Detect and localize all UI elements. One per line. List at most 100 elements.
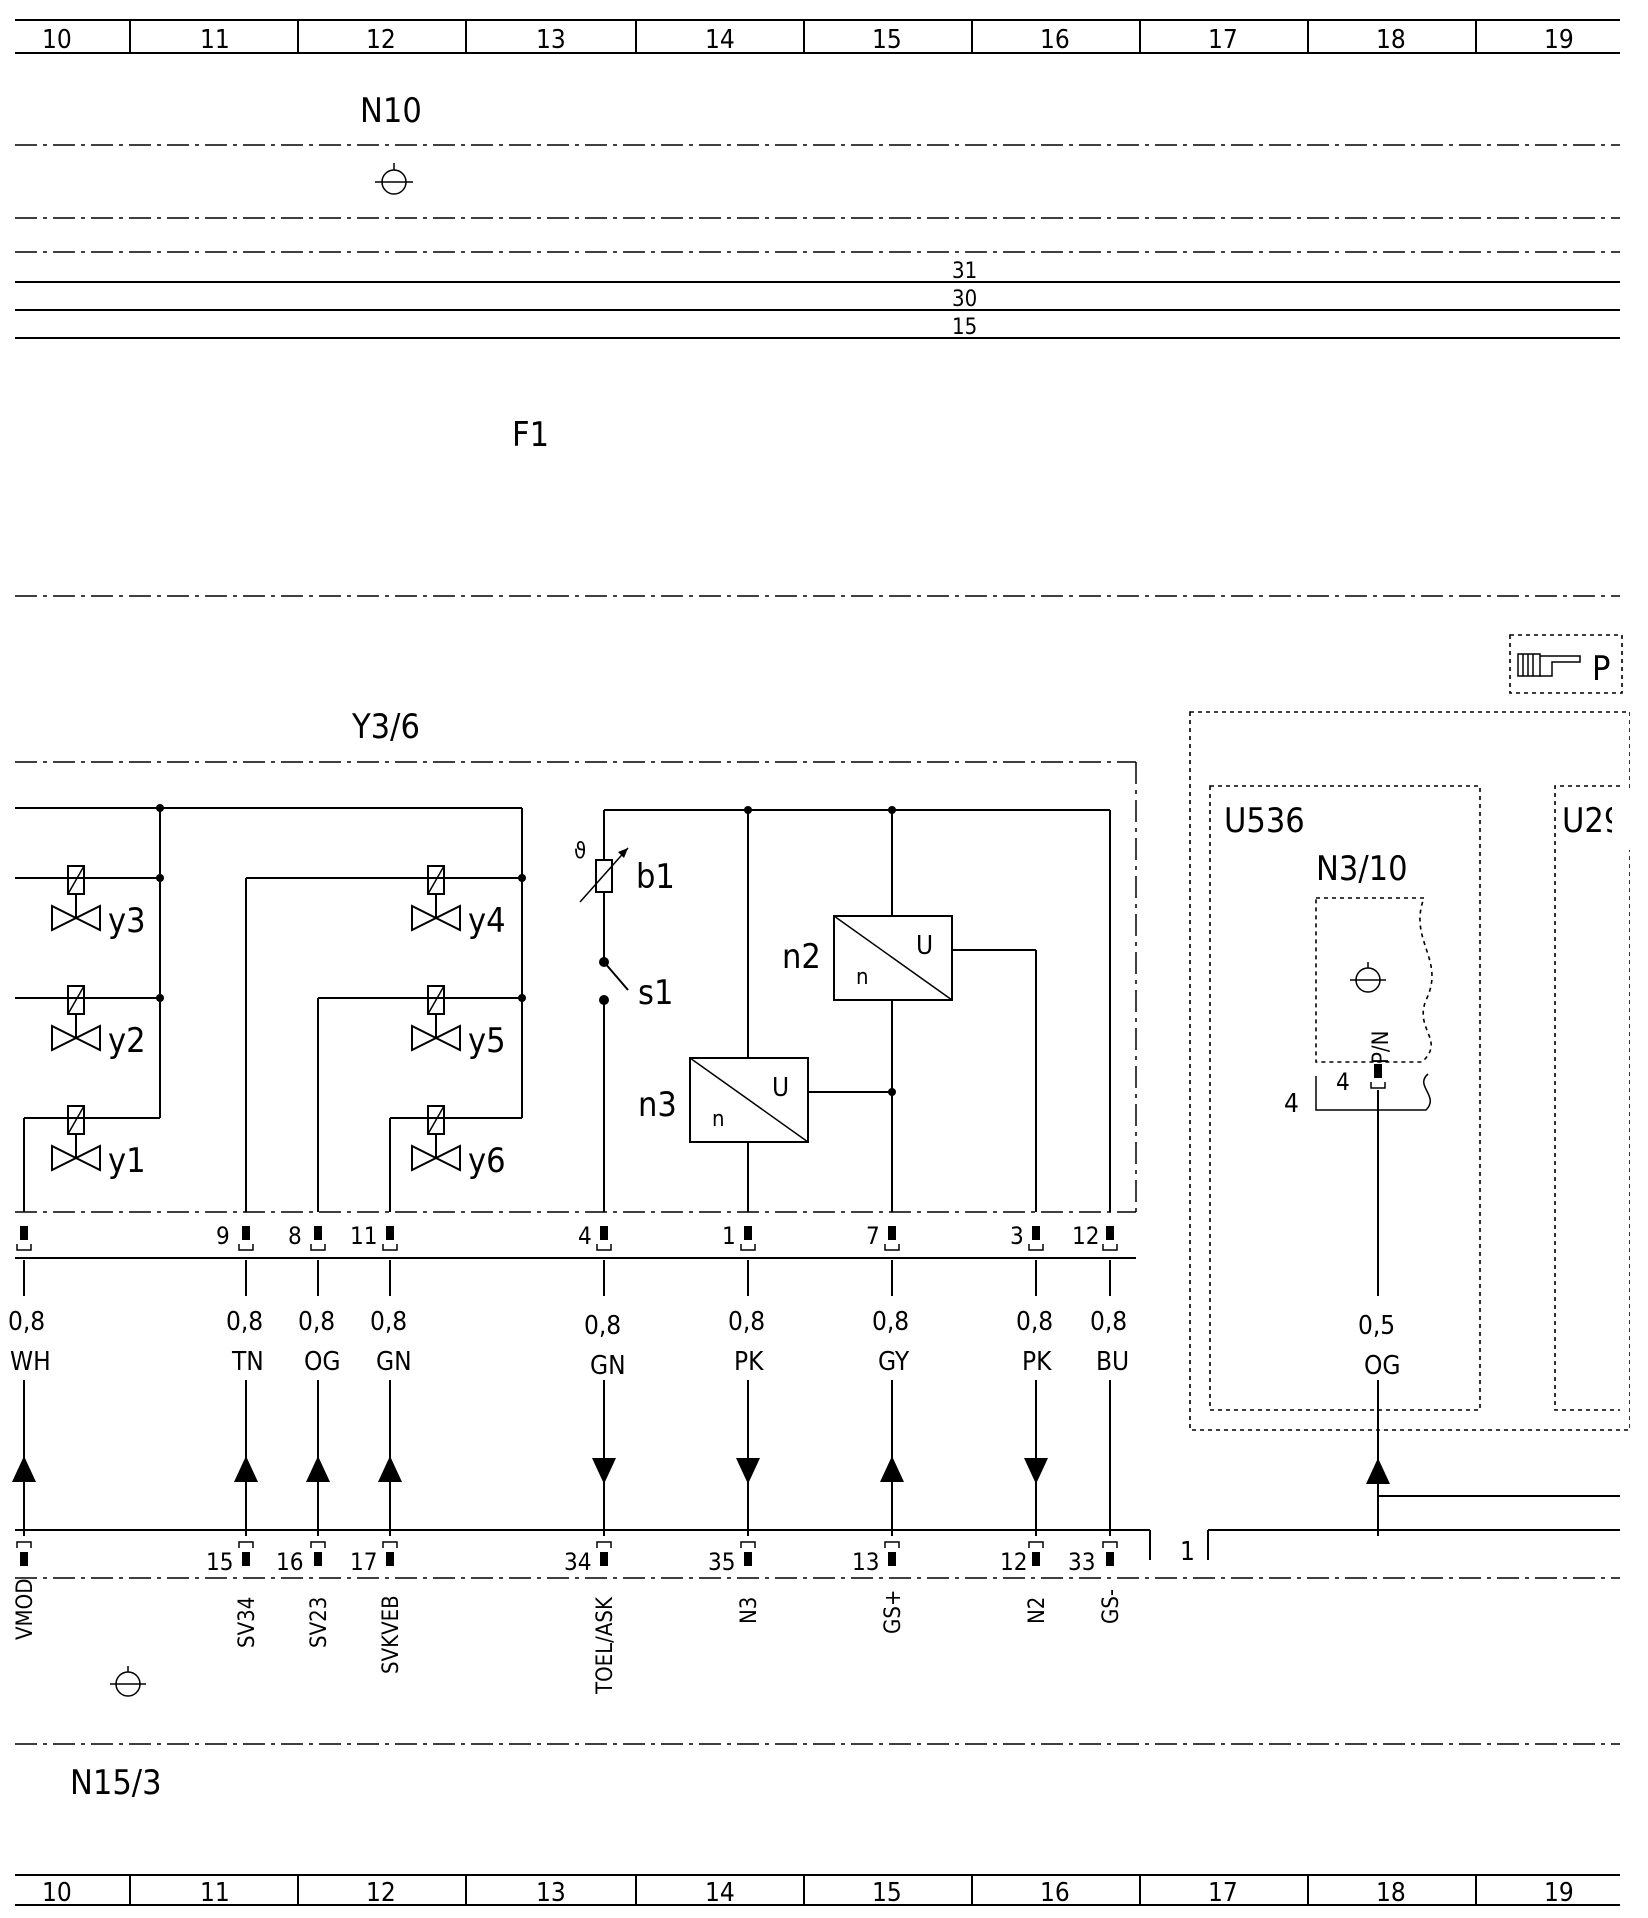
pin-4-inner: 4 [1336,1068,1350,1096]
signal-label: VMOD [13,1579,38,1640]
valve-y2-label: y2 [108,1021,146,1061]
wire-color: OG [1364,1351,1401,1381]
grid-label-bottom: 16 [1040,1878,1070,1908]
f1-label: F1 [512,415,549,455]
n153-connector: 1 15 16 17 34 35 13 12 33 VMOD SV34 SV23… [13,1529,1620,1803]
valve-y1-label: y1 [108,1141,146,1181]
top-grid-ruler: 10 11 12 13 14 15 16 17 18 19 [15,19,1620,55]
lower-pin-number: 34 [564,1548,591,1576]
valve-body-wiring [15,804,526,1212]
upper-pin-number: 12 [1072,1222,1099,1250]
wire-size: 0,8 [872,1307,909,1337]
n10-label: N10 [360,91,422,131]
grid-label-top: 18 [1376,25,1406,55]
grid-label-bottom: 15 [872,1878,902,1908]
pin-4-outer: 4 [1284,1089,1299,1119]
grid-label-bottom: 17 [1208,1878,1238,1908]
bus-label-31: 31 [952,259,977,284]
grid-label-bottom: 14 [705,1878,735,1908]
u536-box [1209,785,1481,1411]
grid-label-top: 10 [42,25,72,55]
upper-pin-number: 1 [722,1222,736,1250]
valve-y3-label: y3 [108,901,146,941]
u536-module: U536 U29 N3/10 P/N 4 4 0,5 OG [1189,700,1648,1536]
grid-label-top: 16 [1040,25,1070,55]
n3-n-symbol: n [712,1107,725,1132]
wire-size: 0,8 [1016,1307,1053,1337]
upper-pin-number: 3 [1010,1222,1024,1250]
grid-label-bottom: 12 [366,1878,396,1908]
reference-box: P [1509,634,1623,694]
wire-size: 0,8 [298,1307,335,1337]
lower-pin-number: 13 [852,1548,879,1576]
wire-color: GN [590,1351,626,1381]
wire-color: OG [304,1347,341,1377]
wire-color: GY [878,1347,910,1377]
signal-label: SVKVEB [379,1595,404,1674]
wire-size: 0,8 [370,1307,407,1337]
bus-label-15: 15 [952,315,977,340]
signal-label: TOEL/ASK [593,1596,618,1695]
n3-label: n3 [638,1085,677,1125]
grid-label-top: 15 [872,25,902,55]
grid-label-bottom: 10 [42,1878,72,1908]
wire-color: GN [376,1347,412,1377]
wire-size: 0,8 [728,1307,765,1337]
grid-label-top: 17 [1208,25,1238,55]
wire-size: 0,8 [226,1307,263,1337]
wire-color: BU [1096,1347,1129,1377]
valve-y1: y1 [51,1105,146,1181]
y36-label: Y3/6 [351,707,420,747]
wire-color: PK [1022,1347,1052,1377]
valve-y6: y6 [411,1105,506,1181]
wire-color: PK [734,1347,764,1377]
upper-pin-number: 9 [216,1222,230,1250]
valve-y2: y2 [51,985,146,1061]
upper-pin-number: 7 [866,1222,880,1250]
lower-pin-number: 33 [1068,1548,1095,1576]
n153-label: N15/3 [70,1763,162,1803]
grid-label-top: 19 [1544,25,1574,55]
grid-label-top: 14 [705,25,735,55]
wire-size: 0,5 [1358,1311,1395,1341]
signal-label: GS- [1099,1589,1124,1624]
wire-color: TN [231,1347,264,1377]
wire-size: 0,8 [1090,1307,1127,1337]
valve-y6-label: y6 [468,1141,506,1181]
n2-u-symbol: U [916,931,933,961]
n10-ground-icon [375,163,413,195]
bus-label-30: 30 [952,287,977,312]
lower-pin-number: 12 [1000,1548,1027,1576]
grid-label-top: 12 [366,25,396,55]
lower-pin-number: 15 [206,1548,233,1576]
n310-ground-icon [1350,962,1386,993]
pointing-hand-icon [1517,653,1581,677]
valve-y4: y4 [411,865,506,941]
n2-n-symbol: n [856,965,869,990]
s1-label: s1 [638,973,673,1013]
upper-pin-number: 4 [578,1222,592,1250]
wire-color: WH [10,1347,51,1377]
wire-harness: 0,8 WH 0,8 TN 0,8 OG 0,8 GN 0,8 GN 0,8 P… [4,1260,1130,1536]
grid-label-bottom: 11 [200,1878,230,1908]
bottom-grid-ruler: 10 11 12 13 14 15 16 17 18 19 [15,1874,1620,1908]
temperature-symbol: ϑ [574,839,586,864]
valve-y5: y5 [411,985,506,1061]
lower-pin-number: 16 [276,1548,303,1576]
pn-label: P/N [1369,1031,1394,1064]
upper-pin-number: 11 [350,1222,377,1250]
grid-label-bottom: 18 [1376,1878,1406,1908]
n3-u-symbol: U [772,1073,789,1103]
lower-pin-number: 17 [350,1548,377,1576]
wire-size: 0,8 [8,1307,45,1337]
b1-label: b1 [636,857,675,897]
upper-connector-pins: 9 8 11 4 1 7 3 12 [16,1222,1118,1251]
sensor-section: ϑ b1 s1 n U n2 n U n3 [574,806,1111,1212]
upper-pin-number: 8 [288,1222,302,1250]
valve-y4-label: y4 [468,901,506,941]
valve-y5-label: y5 [468,1021,506,1061]
grid-label-bottom: 19 [1544,1878,1574,1908]
lower-pin-number: 35 [708,1548,735,1576]
signal-label: N2 [1025,1597,1050,1624]
